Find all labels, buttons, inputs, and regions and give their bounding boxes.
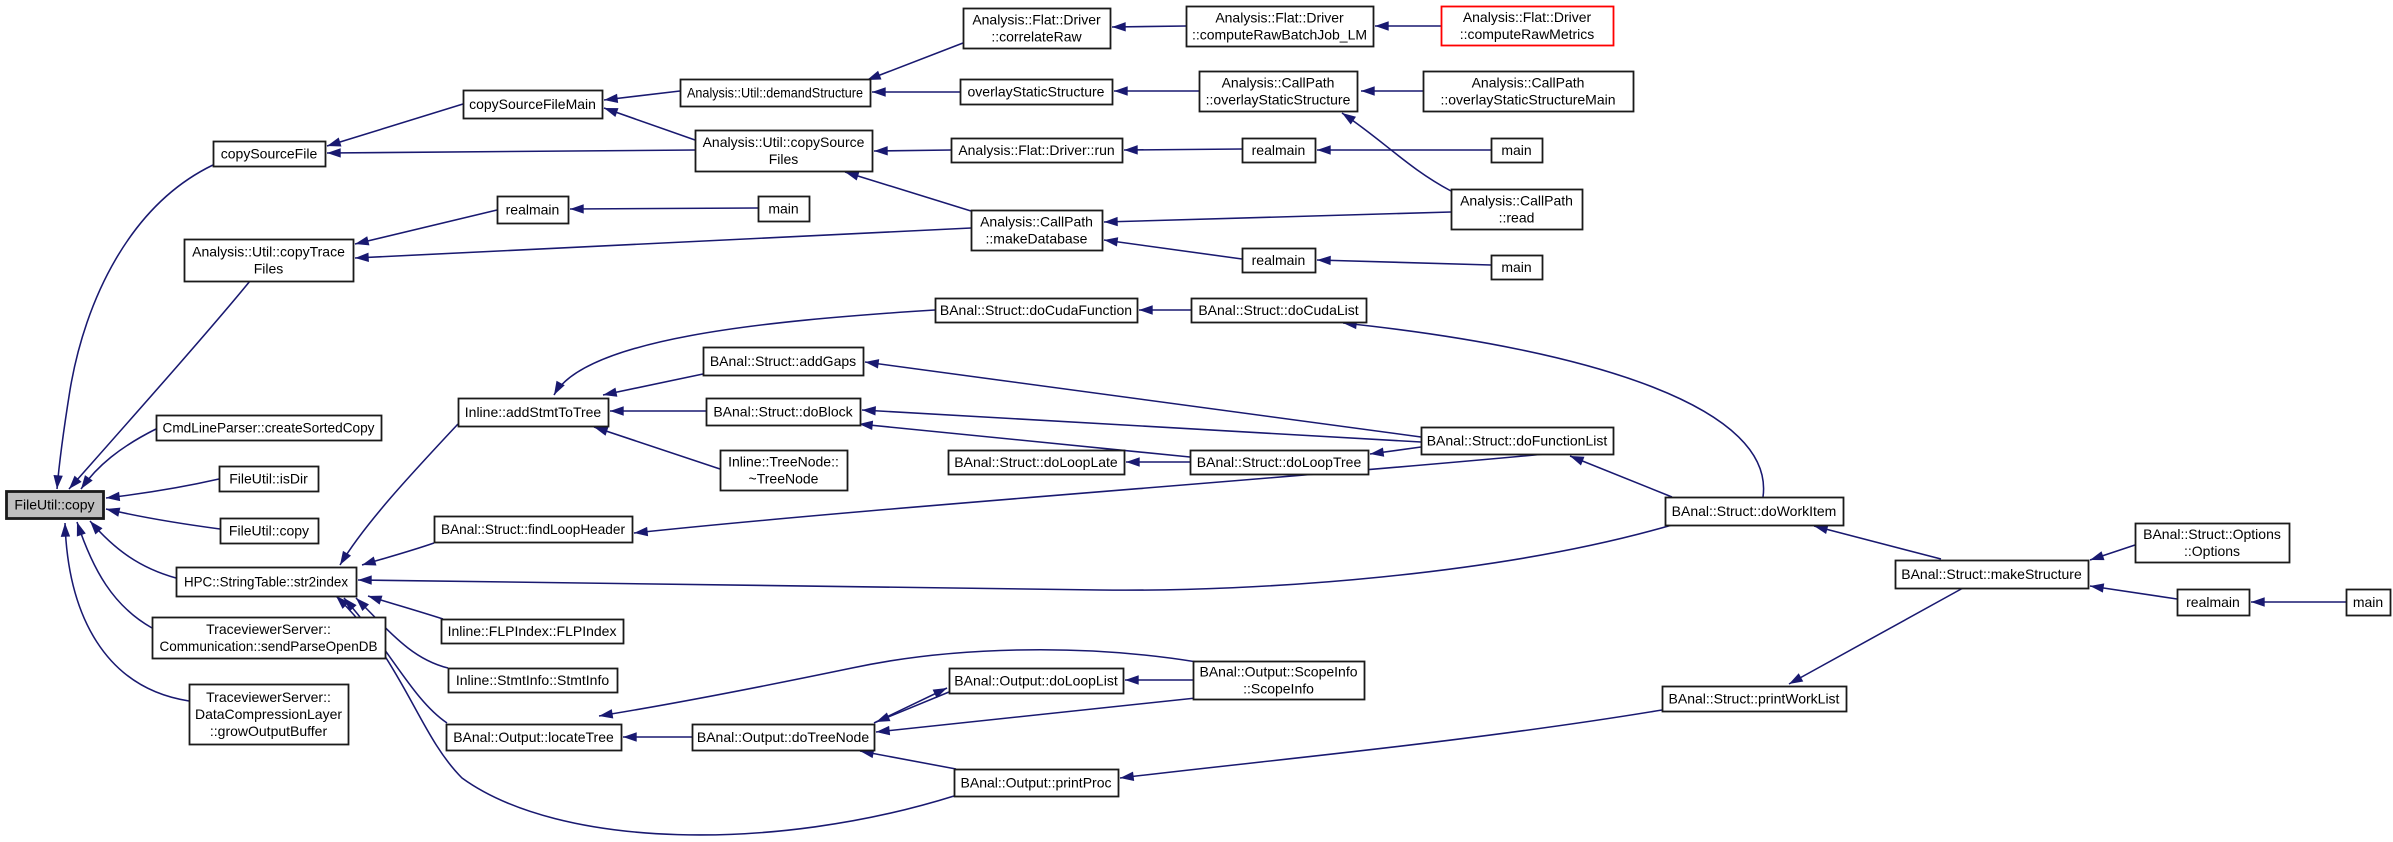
- svg-text:Analysis::Util::demandStructur: Analysis::Util::demandStructure: [687, 85, 863, 101]
- svg-text:BAnal::Output::ScopeInfo: BAnal::Output::ScopeInfo: [1200, 664, 1358, 680]
- svg-text:HPC::StringTable::str2index: HPC::StringTable::str2index: [184, 574, 348, 590]
- svg-text:Analysis::CallPath: Analysis::CallPath: [980, 214, 1093, 230]
- svg-text:DataCompressionLayer: DataCompressionLayer: [195, 706, 342, 722]
- svg-text:::overlayStaticStructureMain: ::overlayStaticStructureMain: [1440, 92, 1615, 108]
- svg-text:Inline::addStmtToTree: Inline::addStmtToTree: [465, 404, 602, 420]
- svg-text:realmain: realmain: [506, 202, 560, 218]
- svg-text:realmain: realmain: [1252, 142, 1306, 158]
- svg-text:Analysis::Flat::Driver: Analysis::Flat::Driver: [1215, 10, 1344, 26]
- svg-text:Analysis::Flat::Driver: Analysis::Flat::Driver: [972, 12, 1101, 28]
- svg-text:Files: Files: [254, 261, 284, 277]
- svg-text:Analysis::Util::copySource: Analysis::Util::copySource: [703, 134, 865, 150]
- svg-text:BAnal::Output::printProc: BAnal::Output::printProc: [961, 775, 1112, 791]
- svg-text:::makeDatabase: ::makeDatabase: [986, 231, 1088, 247]
- svg-text:main: main: [1501, 142, 1531, 158]
- svg-text:BAnal::Output::locateTree: BAnal::Output::locateTree: [453, 729, 614, 745]
- svg-text:overlayStaticStructure: overlayStaticStructure: [968, 84, 1105, 100]
- svg-text:Inline::StmtInfo::StmtInfo: Inline::StmtInfo::StmtInfo: [456, 672, 610, 688]
- svg-text:Analysis::Flat::Driver: Analysis::Flat::Driver: [1463, 9, 1592, 25]
- svg-text:Analysis::Util::copyTrace: Analysis::Util::copyTrace: [192, 244, 345, 260]
- svg-text:Analysis::CallPath: Analysis::CallPath: [1472, 75, 1585, 91]
- svg-text:BAnal::Struct::doCudaList: BAnal::Struct::doCudaList: [1198, 302, 1358, 318]
- svg-text:::computeRawBatchJob_LM: ::computeRawBatchJob_LM: [1192, 27, 1367, 43]
- svg-text:BAnal::Struct::doFunctionList: BAnal::Struct::doFunctionList: [1427, 433, 1608, 449]
- svg-text:BAnal::Struct::doBlock: BAnal::Struct::doBlock: [713, 404, 853, 420]
- svg-text:BAnal::Struct::addGaps: BAnal::Struct::addGaps: [710, 353, 856, 369]
- svg-text:main: main: [768, 201, 798, 217]
- svg-text:BAnal::Struct::doLoopTree: BAnal::Struct::doLoopTree: [1197, 454, 1362, 470]
- svg-text:copySourceFileMain: copySourceFileMain: [469, 96, 596, 112]
- svg-text:BAnal::Struct::findLoopHeader: BAnal::Struct::findLoopHeader: [441, 521, 625, 537]
- svg-text:Analysis::CallPath: Analysis::CallPath: [1222, 75, 1335, 91]
- svg-text:Files: Files: [769, 151, 799, 167]
- svg-text:BAnal::Struct::Options: BAnal::Struct::Options: [2143, 526, 2281, 542]
- svg-text:::Options: ::Options: [2184, 543, 2240, 559]
- svg-text:BAnal::Struct::printWorkList: BAnal::Struct::printWorkList: [1669, 691, 1840, 707]
- svg-text:Inline::FLPIndex::FLPIndex: Inline::FLPIndex::FLPIndex: [448, 623, 617, 639]
- svg-text:::overlayStaticStructure: ::overlayStaticStructure: [1206, 92, 1351, 108]
- svg-text:FileUtil::isDir: FileUtil::isDir: [229, 471, 308, 487]
- svg-text:BAnal::Output::doLoopList: BAnal::Output::doLoopList: [954, 673, 1118, 689]
- svg-text:::computeRawMetrics: ::computeRawMetrics: [1460, 26, 1595, 42]
- svg-text:FileUtil::copy: FileUtil::copy: [229, 523, 309, 539]
- svg-text:BAnal::Output::doTreeNode: BAnal::Output::doTreeNode: [697, 729, 869, 745]
- svg-text:main: main: [1501, 259, 1531, 275]
- svg-text:::correlateRaw: ::correlateRaw: [991, 29, 1082, 45]
- svg-text:~TreeNode: ~TreeNode: [749, 471, 819, 487]
- svg-text:::ScopeInfo: ::ScopeInfo: [1243, 681, 1314, 697]
- svg-text:CmdLineParser::createSortedCop: CmdLineParser::createSortedCopy: [163, 420, 375, 436]
- svg-text:Inline::TreeNode::: Inline::TreeNode::: [728, 454, 839, 470]
- svg-text:realmain: realmain: [2186, 594, 2240, 610]
- svg-text:Communication::sendParseOpenDB: Communication::sendParseOpenDB: [160, 638, 378, 654]
- svg-text:BAnal::Struct::doWorkItem: BAnal::Struct::doWorkItem: [1672, 503, 1837, 519]
- svg-text:BAnal::Struct::doLoopLate: BAnal::Struct::doLoopLate: [954, 454, 1118, 470]
- svg-text:Analysis::Flat::Driver::run: Analysis::Flat::Driver::run: [958, 142, 1114, 158]
- svg-text:::growOutputBuffer: ::growOutputBuffer: [210, 723, 328, 739]
- svg-text:TraceviewerServer::: TraceviewerServer::: [206, 621, 331, 637]
- svg-text:FileUtil::copy: FileUtil::copy: [14, 497, 94, 513]
- svg-text:BAnal::Struct::doCudaFunction: BAnal::Struct::doCudaFunction: [940, 302, 1132, 318]
- svg-text:::read: ::read: [1499, 210, 1535, 226]
- svg-text:copySourceFile: copySourceFile: [221, 146, 318, 162]
- svg-text:TraceviewerServer::: TraceviewerServer::: [206, 689, 331, 705]
- svg-text:realmain: realmain: [1252, 252, 1306, 268]
- svg-text:Analysis::CallPath: Analysis::CallPath: [1460, 193, 1573, 209]
- svg-text:main: main: [2353, 594, 2383, 610]
- svg-text:BAnal::Struct::makeStructure: BAnal::Struct::makeStructure: [1901, 566, 2082, 582]
